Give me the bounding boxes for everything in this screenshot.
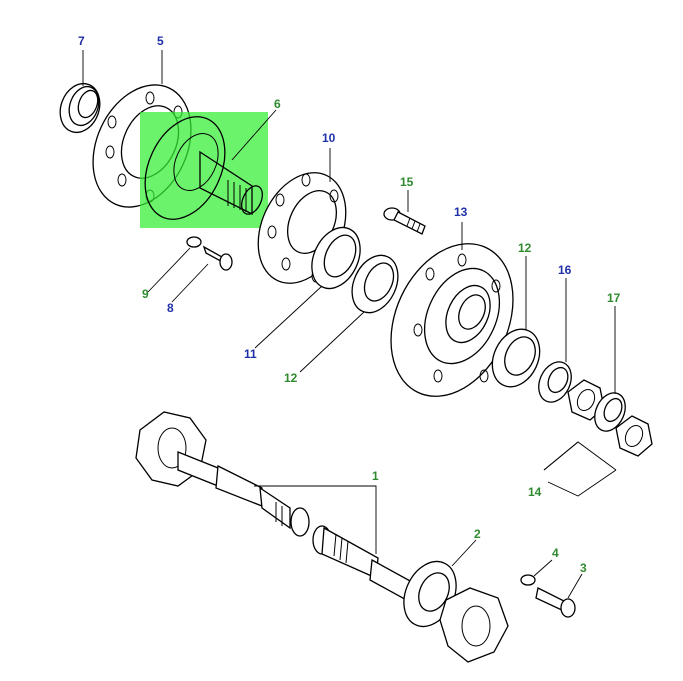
part-6-highlight bbox=[140, 112, 268, 228]
callout-16: 16 bbox=[558, 263, 572, 277]
part-9-lock-washer[interactable] bbox=[186, 236, 202, 248]
callout-6: 6 bbox=[274, 97, 281, 111]
part-7-seal[interactable] bbox=[54, 78, 107, 138]
callout-14: 14 bbox=[528, 485, 542, 499]
callout-2: 2 bbox=[474, 527, 481, 541]
callout-11: 11 bbox=[244, 347, 257, 361]
part-17-tab-washer[interactable] bbox=[589, 388, 631, 436]
part-12-seal-inner[interactable] bbox=[343, 248, 406, 320]
callout-9: 9 bbox=[142, 287, 149, 301]
part-4-lock-washer[interactable] bbox=[520, 574, 536, 586]
part-2-gasket[interactable] bbox=[394, 553, 509, 663]
part-14-hub-nut-b[interactable] bbox=[615, 415, 653, 457]
callout-3: 3 bbox=[580, 561, 587, 575]
callout-17: 17 bbox=[607, 291, 621, 305]
callout-labels: 7 5 6 10 15 13 12 16 17 9 8 11 12 14 1 2… bbox=[78, 34, 621, 575]
part-16-lock-washer[interactable] bbox=[533, 357, 578, 408]
callout-13: 13 bbox=[454, 205, 468, 219]
callout-1: 1 bbox=[372, 469, 379, 483]
part-3-bolt[interactable] bbox=[535, 587, 576, 618]
part-6-stub-axle[interactable] bbox=[130, 104, 268, 232]
part-13-hub[interactable] bbox=[367, 224, 536, 416]
callout-12-lower: 12 bbox=[284, 371, 298, 385]
callout-4: 4 bbox=[552, 546, 559, 560]
callout-12-upper: 12 bbox=[518, 241, 532, 255]
callout-8: 8 bbox=[167, 301, 174, 315]
part-15-wheel-stud[interactable] bbox=[383, 207, 426, 235]
part-12-bearing-outer[interactable] bbox=[483, 322, 548, 395]
callout-10: 10 bbox=[322, 131, 336, 145]
callout-15: 15 bbox=[400, 175, 414, 189]
part-11-bearing[interactable] bbox=[303, 220, 370, 297]
part-8-bolt[interactable] bbox=[202, 245, 233, 271]
leader-lines bbox=[82, 50, 617, 599]
callout-7: 7 bbox=[78, 34, 85, 48]
part-1-half-shaft[interactable] bbox=[135, 411, 413, 604]
callout-5: 5 bbox=[157, 34, 164, 48]
